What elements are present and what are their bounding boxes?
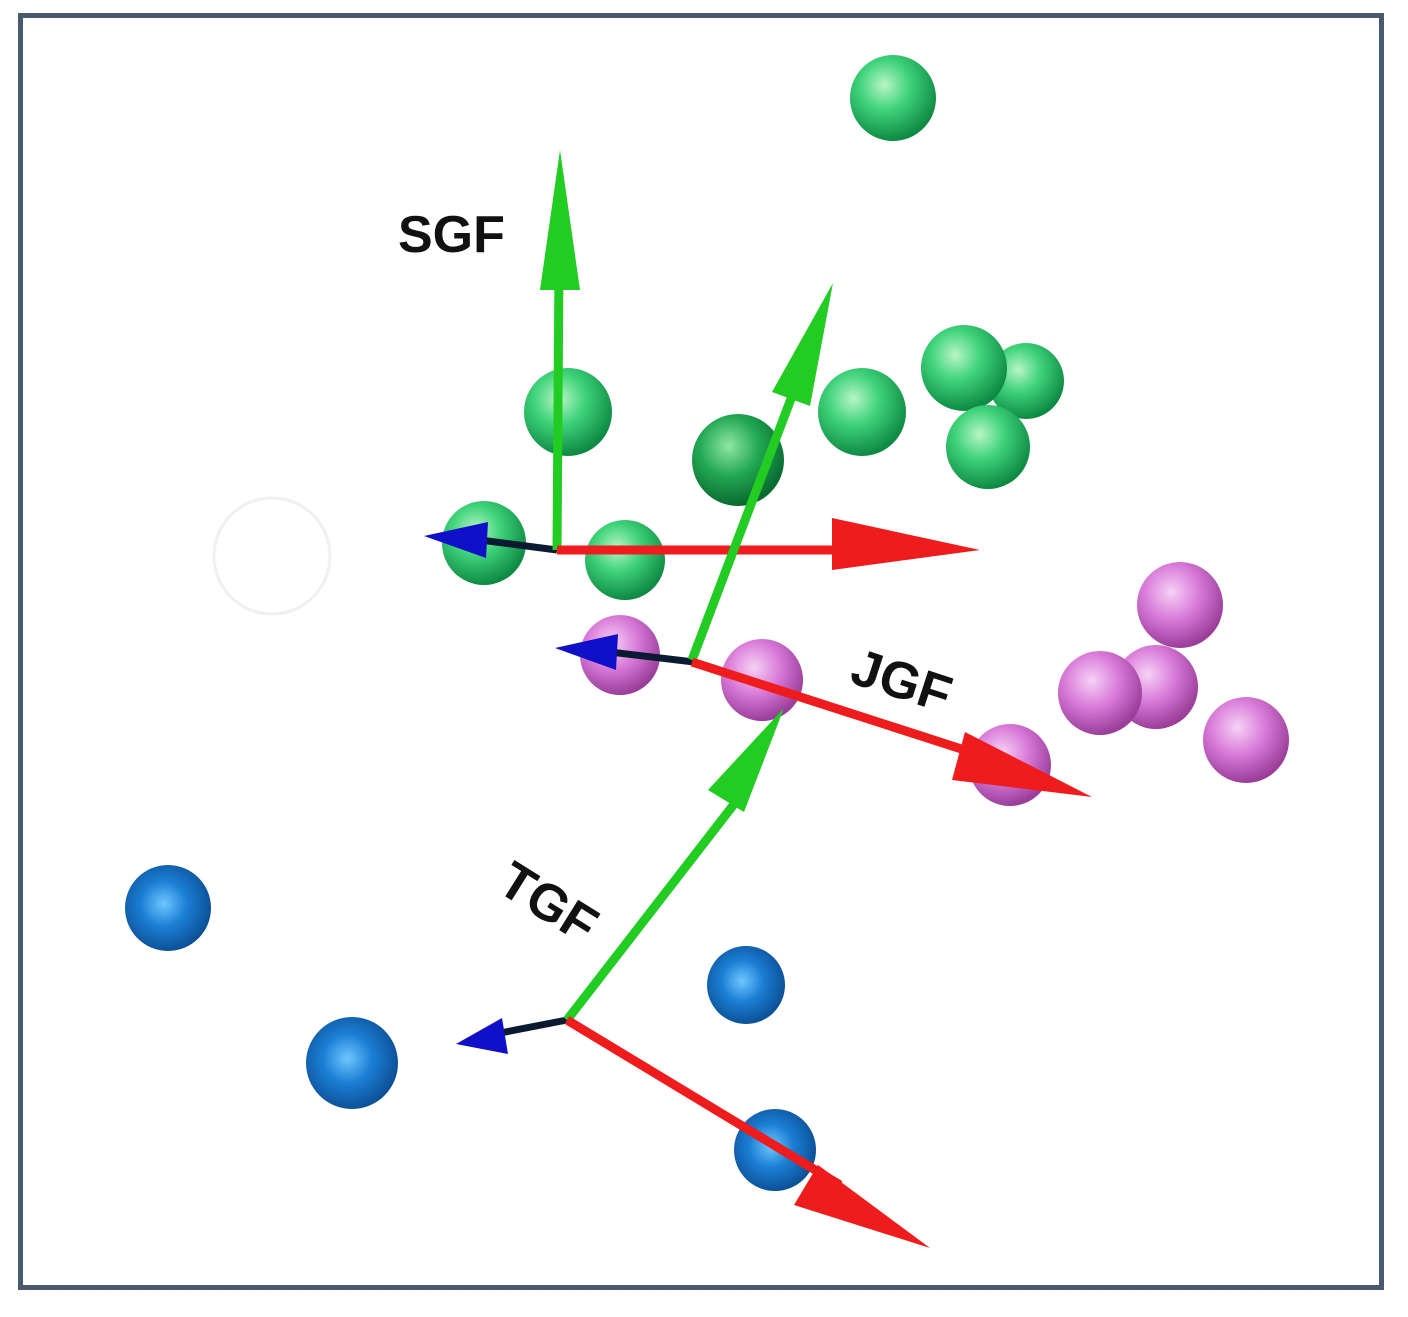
green-marker — [946, 405, 1030, 489]
jgf-y-axis — [687, 373, 805, 662]
tgf-frame: TGF — [456, 708, 930, 1248]
sgf-y-axis — [552, 264, 564, 551]
blue-marker-cluster — [125, 865, 816, 1191]
tgf-z-axis — [499, 1016, 568, 1037]
blue-marker — [125, 865, 211, 951]
blue-marker — [707, 946, 785, 1024]
jgf-z-axis — [609, 648, 695, 666]
green-marker-cluster — [442, 55, 1064, 600]
tgf-x-arrowhead — [794, 1165, 930, 1248]
tgf-y-axis — [563, 787, 749, 1023]
sgf-y-arrowhead — [540, 150, 580, 290]
jgf-z-arrowhead — [555, 634, 618, 670]
green-marker — [818, 368, 906, 456]
tgf-y-arrowhead — [708, 708, 784, 812]
sgf-z-arrowhead — [424, 522, 488, 558]
jgf-label: JGF — [844, 638, 958, 724]
pink-marker-cluster — [580, 562, 1289, 806]
green-marker — [988, 343, 1064, 419]
pink-marker — [1203, 697, 1289, 783]
pink-marker — [1058, 651, 1142, 735]
jgf-x-axis — [690, 657, 982, 760]
blue-marker — [306, 1017, 398, 1109]
green-marker — [850, 55, 936, 141]
sgf-x-arrowhead — [832, 518, 980, 570]
ghost-marker — [212, 496, 332, 616]
pink-marker — [1137, 562, 1223, 648]
sgf-z-axis — [479, 536, 558, 554]
green-marker — [524, 368, 612, 456]
tgf-z-arrowhead — [456, 1018, 508, 1054]
green-marker — [921, 325, 1007, 411]
sgf-label: SGF — [398, 206, 505, 264]
green-marker — [585, 520, 665, 600]
jgf-y-arrowhead — [772, 283, 833, 406]
tgf-label: TGF — [489, 851, 608, 955]
sgf-frame: SGF — [398, 150, 980, 570]
jgf-x-arrowhead — [952, 732, 1092, 797]
tgf-x-axis — [564, 1016, 843, 1189]
